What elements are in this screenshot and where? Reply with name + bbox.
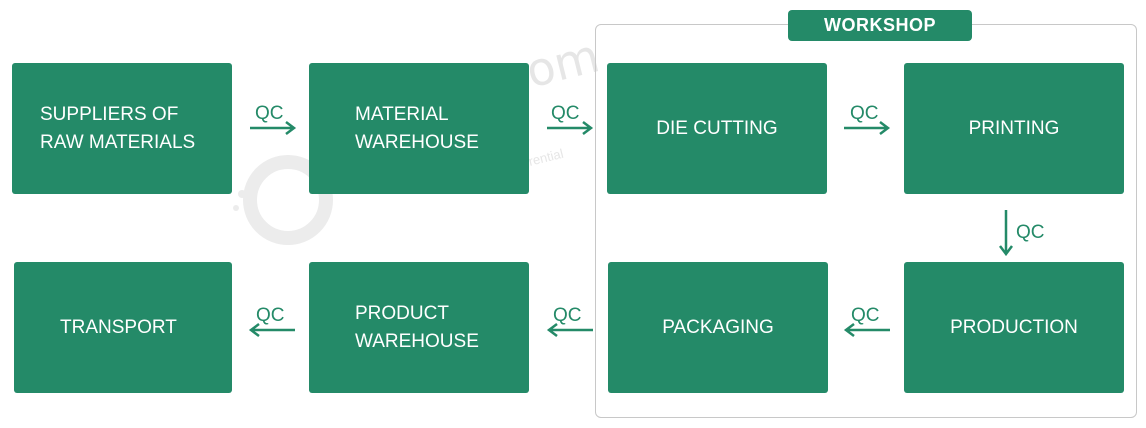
- qc-label-die-cutting-to-printing: QC: [850, 103, 879, 124]
- workshop-label: WORKSHOP: [788, 10, 972, 41]
- suppliers-label-line1: SUPPLIERS OF: [40, 103, 179, 125]
- arrow-left-icon: [843, 323, 890, 337]
- packaging-box: PACKAGING: [608, 262, 828, 393]
- production-label: PRODUCTION: [950, 316, 1078, 338]
- qc-label-production-to-packaging: QC: [851, 305, 880, 326]
- qc-label-product-warehouse-to-transport: QC: [256, 305, 285, 326]
- arrow-right-icon: [844, 121, 891, 135]
- printing-label: PRINTING: [968, 117, 1060, 139]
- production-box: PRODUCTION: [904, 262, 1124, 393]
- arrow-right-icon: [547, 121, 594, 135]
- product-warehouse-label-line1: PRODUCT: [355, 302, 449, 324]
- material-warehouse-box: MATERIAL WAREHOUSE: [309, 63, 529, 194]
- qc-label-suppliers-to-material: QC: [255, 103, 284, 124]
- arrow-down-icon: [999, 210, 1013, 257]
- suppliers-box: SUPPLIERS OF RAW MATERIALS: [12, 63, 232, 194]
- material-warehouse-label-line1: MATERIAL: [355, 103, 449, 125]
- arrow-left-icon: [248, 323, 295, 337]
- packaging-label: PACKAGING: [662, 316, 774, 338]
- suppliers-label-line2: RAW MATERIALS: [40, 131, 196, 153]
- product-warehouse-box: PRODUCT WAREHOUSE: [309, 262, 529, 393]
- transport-box: TRANSPORT: [14, 262, 232, 393]
- qc-label-material-to-die-cutting: QC: [551, 103, 580, 124]
- arrow-left-icon: [546, 323, 593, 337]
- product-warehouse-label-line2: WAREHOUSE: [355, 330, 479, 352]
- transport-label: TRANSPORT: [60, 316, 177, 338]
- arrow-right-icon: [250, 121, 297, 135]
- die-cutting-label: DIE CUTTING: [656, 117, 778, 139]
- material-warehouse-label-line2: WAREHOUSE: [355, 131, 479, 153]
- qc-label-packaging-to-product-warehouse: QC: [553, 305, 582, 326]
- die-cutting-box: DIE CUTTING: [607, 63, 827, 194]
- qc-label-printing-to-production: QC: [1016, 222, 1045, 243]
- printing-box: PRINTING: [904, 63, 1124, 194]
- watermark-logo-icon: [233, 155, 333, 245]
